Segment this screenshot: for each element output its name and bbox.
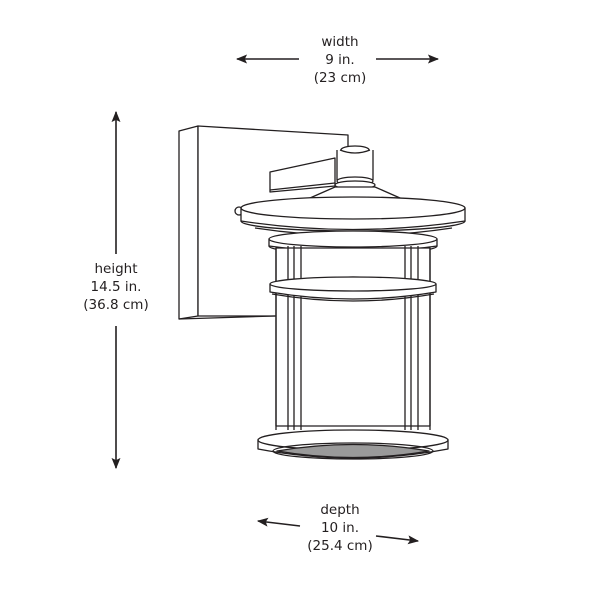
lens-shade	[276, 443, 430, 459]
width-imperial: 9 in.	[325, 52, 355, 68]
height-title: height	[94, 261, 138, 277]
height-metric: (36.8 cm)	[83, 297, 149, 313]
height-imperial: 14.5 in.	[90, 279, 142, 295]
depth-imperial: 10 in.	[320, 520, 360, 536]
depth-dimension-arrows	[256, 517, 420, 545]
depth-title: depth	[320, 502, 360, 518]
top-ring	[240, 196, 466, 255]
width-label: width 9 in. (23 cm)	[290, 33, 390, 87]
depth-metric: (25.4 cm)	[307, 538, 373, 554]
depth-arrow-left	[256, 517, 301, 527]
lantern-drawing	[178, 125, 466, 460]
middle-band	[269, 276, 437, 302]
glass-cylinder	[275, 247, 431, 430]
height-label: height 14.5 in. (36.8 cm)	[68, 260, 164, 314]
depth-label: depth 10 in. (25.4 cm)	[290, 501, 390, 555]
frame-posts	[287, 246, 419, 430]
width-title: width	[321, 34, 359, 50]
width-metric: (23 cm)	[313, 70, 367, 86]
depth-arrow-right	[375, 535, 420, 545]
bottom-ring	[257, 429, 449, 460]
top-cap	[334, 145, 376, 190]
